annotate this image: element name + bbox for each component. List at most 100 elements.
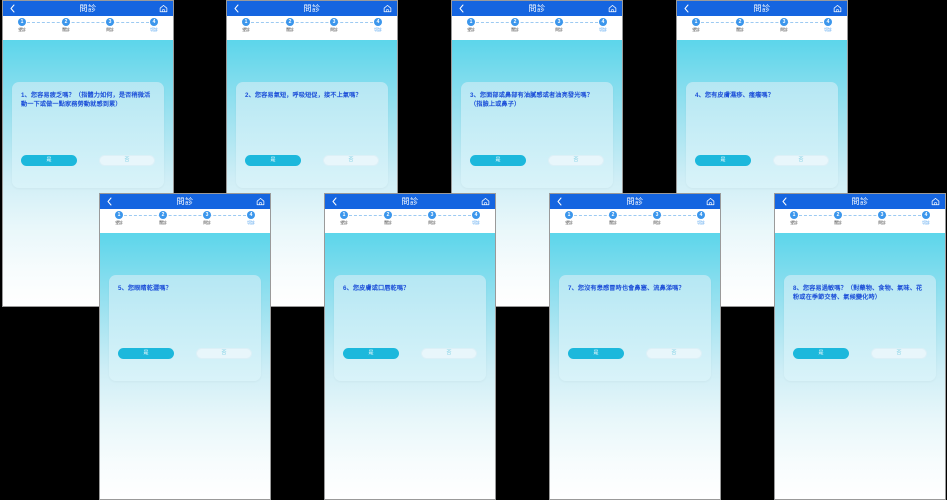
chevron-left-icon[interactable]	[681, 3, 692, 14]
stepper-step-number: 2	[62, 18, 70, 26]
answer-yes-button[interactable]: 是	[118, 348, 174, 359]
answer-no-button[interactable]: 否	[421, 348, 477, 359]
stepper-step-number: 1	[340, 211, 348, 219]
stepper-step-number: 4	[472, 211, 480, 219]
answer-buttons: 是否	[695, 155, 829, 166]
stepper-step-label: 切診	[374, 27, 382, 32]
answer-yes-button[interactable]: 是	[470, 155, 526, 166]
answer-no-button[interactable]: 否	[548, 155, 604, 166]
answer-no-button[interactable]: 否	[99, 155, 155, 166]
home-icon[interactable]	[705, 196, 716, 207]
chevron-left-icon[interactable]	[329, 196, 340, 207]
answer-buttons: 是否	[470, 155, 604, 166]
home-icon[interactable]	[607, 3, 618, 14]
answer-no-button[interactable]: 否	[773, 155, 829, 166]
stepper-step-number: 1	[467, 18, 475, 26]
chevron-left-icon[interactable]	[456, 3, 467, 14]
stepper-step-number: 4	[697, 211, 705, 219]
question-text: 4、您有皮膚濕疹、瘙癢嗎？	[695, 92, 774, 99]
home-icon[interactable]	[255, 196, 266, 207]
stepper-step-label: 聞診	[834, 220, 842, 225]
home-icon[interactable]	[832, 3, 843, 14]
home-icon[interactable]	[382, 3, 393, 14]
stepper-step-number: 3	[428, 211, 436, 219]
home-icon[interactable]	[480, 196, 491, 207]
chevron-left-icon[interactable]	[7, 3, 18, 14]
answer-yes-button[interactable]: 是	[245, 155, 301, 166]
page-title: 問診	[528, 4, 546, 13]
answer-yes-button[interactable]: 是	[695, 155, 751, 166]
answer-no-button[interactable]: 否	[646, 348, 702, 359]
stepper-step-label: 聞診	[511, 27, 519, 32]
stepper-track	[349, 215, 471, 216]
app-header: 問診	[325, 194, 495, 209]
answer-no-button[interactable]: 否	[323, 155, 379, 166]
stepper-step-number: 3	[203, 211, 211, 219]
stepper-step-number: 2	[609, 211, 617, 219]
stepper-step-label: 望診	[242, 27, 250, 32]
app-header: 問診	[550, 194, 720, 209]
chevron-left-icon[interactable]	[231, 3, 242, 14]
answer-yes-button[interactable]: 是	[793, 348, 849, 359]
chevron-left-icon[interactable]	[554, 196, 565, 207]
answer-yes-button[interactable]: 是	[568, 348, 624, 359]
screen-content: 8、您容易過敏嗎？（對藥物、食物、氣味、花粉或在季節交替、氣候變化時）是否	[775, 233, 945, 499]
home-icon[interactable]	[158, 3, 169, 14]
stepper-step-number: 3	[653, 211, 661, 219]
stepper-step-label: 切診	[824, 27, 832, 32]
stepper-step-number: 1	[242, 18, 250, 26]
stepper-step-label: 問診	[106, 27, 114, 32]
page-title: 問診	[176, 197, 194, 206]
answer-no-button[interactable]: 否	[871, 348, 927, 359]
screen-content: 3、您面部或鼻部有油膩感或者油亮發光嗎？（指臉上或鼻子）是否	[452, 40, 622, 306]
chevron-left-icon[interactable]	[779, 196, 790, 207]
answer-yes-button[interactable]: 是	[21, 155, 77, 166]
chevron-left-icon[interactable]	[104, 196, 115, 207]
answer-yes-button[interactable]: 是	[343, 348, 399, 359]
stepper-step-label: 切診	[472, 220, 480, 225]
home-icon[interactable]	[930, 196, 941, 207]
question-card: 6、您皮膚或口唇乾嗎？是否	[334, 275, 486, 381]
stepper-step-label: 問診	[203, 220, 211, 225]
screen-content: 1、您容易疲乏嗎？（指體力如何，是否稍微活動一下或做一點家務勞動就感到累）是否	[3, 40, 173, 306]
answer-no-button[interactable]: 否	[196, 348, 252, 359]
stepper-step-number: 4	[599, 18, 607, 26]
app-header: 問診	[100, 194, 270, 209]
